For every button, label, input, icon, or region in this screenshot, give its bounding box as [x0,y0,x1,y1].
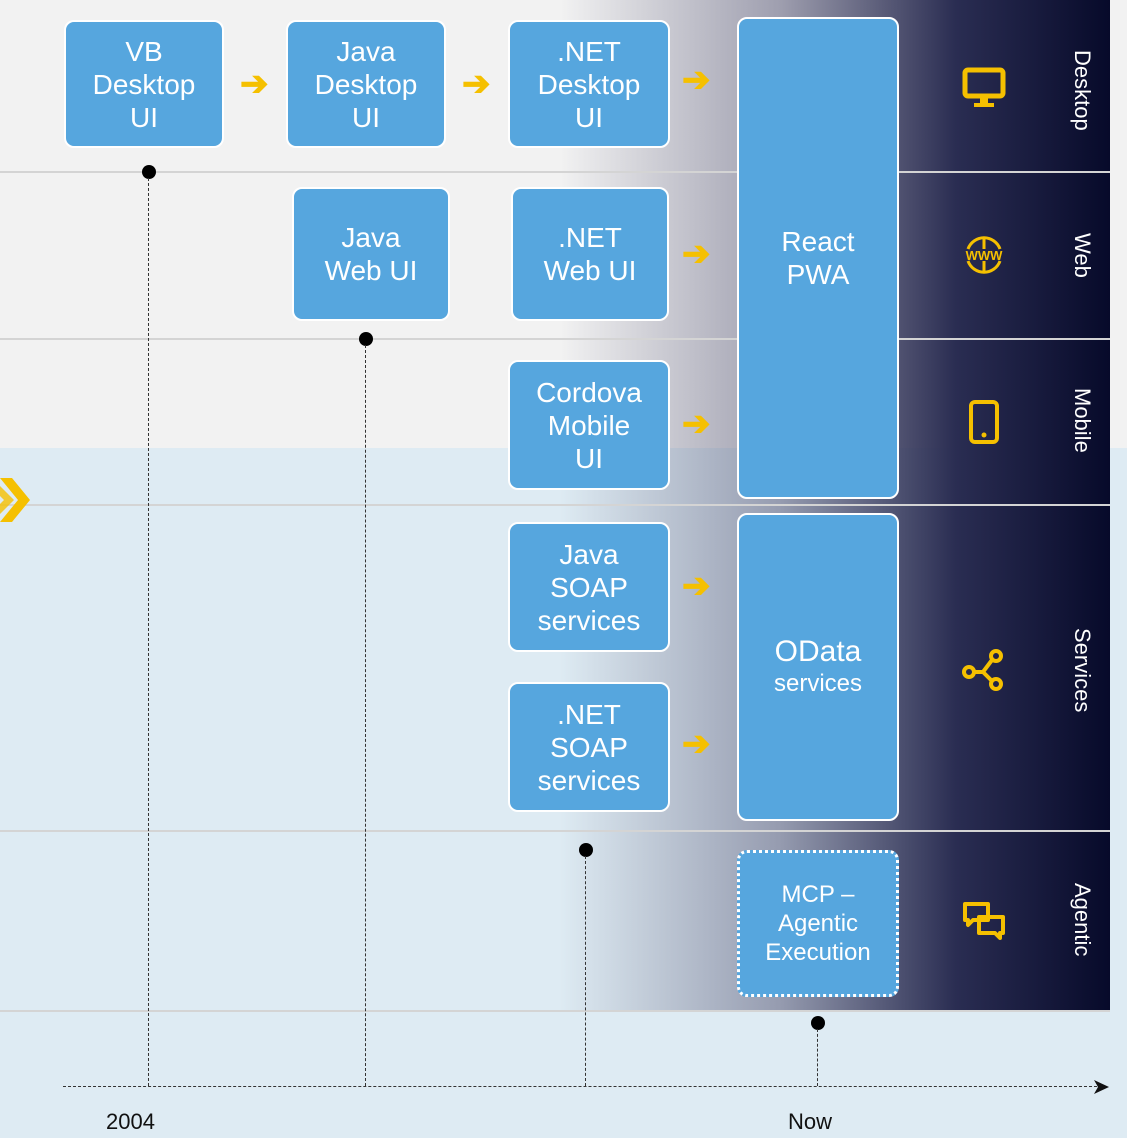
chevron-right-icon [0,478,30,522]
time-axis [63,1086,1097,1087]
java-desktop-ui-box: Java Desktop UI [286,20,446,148]
timeline-dot [579,843,593,857]
arrow-right-icon: ➔ [682,567,711,605]
react-pwa-box: React PWA [737,17,899,499]
row-label-mobile: Mobile [1070,387,1095,453]
cordova-mobile-ui-box: Cordova Mobile UI [508,360,670,490]
arrow-right-icon: ➔ [682,235,711,273]
smartphone-icon [969,400,999,444]
row-label-web: Web [1070,232,1095,278]
odata-subtitle: services [773,670,863,697]
timeline-dropline [585,856,586,1086]
odata-title: OData [774,635,862,668]
chat-bubbles-icon [963,902,1005,940]
timeline-dropline [148,178,149,1086]
row-divider [0,830,1110,832]
row-label-agentic: Agentic [1070,883,1095,957]
arrow-right-icon: ➔ [682,61,711,99]
timeline-dot [142,165,156,179]
row-label-desktop: Desktop [1070,49,1095,131]
timeline-dot [359,332,373,346]
mcp-agentic-execution-box: MCP – Agentic Execution [737,850,899,997]
axis-arrowhead-icon [1094,1080,1109,1094]
timeline-end-label: Now [788,1109,833,1134]
www-globe-icon: WWW [966,236,1004,274]
arrow-right-icon: ➔ [240,65,269,103]
timeline-dropline [365,345,366,1086]
row-label-services: Services [1070,627,1095,713]
row-divider [0,504,1110,506]
vb-desktop-ui-box: VB Desktop UI [64,20,224,148]
timeline-start-label: 2004 [106,1109,155,1134]
arrow-right-icon: ➔ [682,725,711,763]
row-divider [0,1010,1110,1012]
timeline-dropline [817,1029,818,1086]
net-desktop-ui-box: .NET Desktop UI [508,20,670,148]
java-soap-services-box: Java SOAP services [508,522,670,652]
arrow-right-icon: ➔ [682,405,711,443]
timeline-dot [811,1016,825,1030]
row-divider [0,338,1110,340]
java-web-ui-box: Java Web UI [292,187,450,321]
row-divider [0,171,1110,173]
monitor-icon [962,67,1006,107]
net-soap-services-box: .NET SOAP services [508,682,670,812]
svg-text:WWW: WWW [966,248,1004,263]
arrow-right-icon: ➔ [462,65,491,103]
odata-services-box: OData services [737,513,899,821]
share-nodes-icon [962,649,1003,691]
net-web-ui-box: .NET Web UI [511,187,669,321]
